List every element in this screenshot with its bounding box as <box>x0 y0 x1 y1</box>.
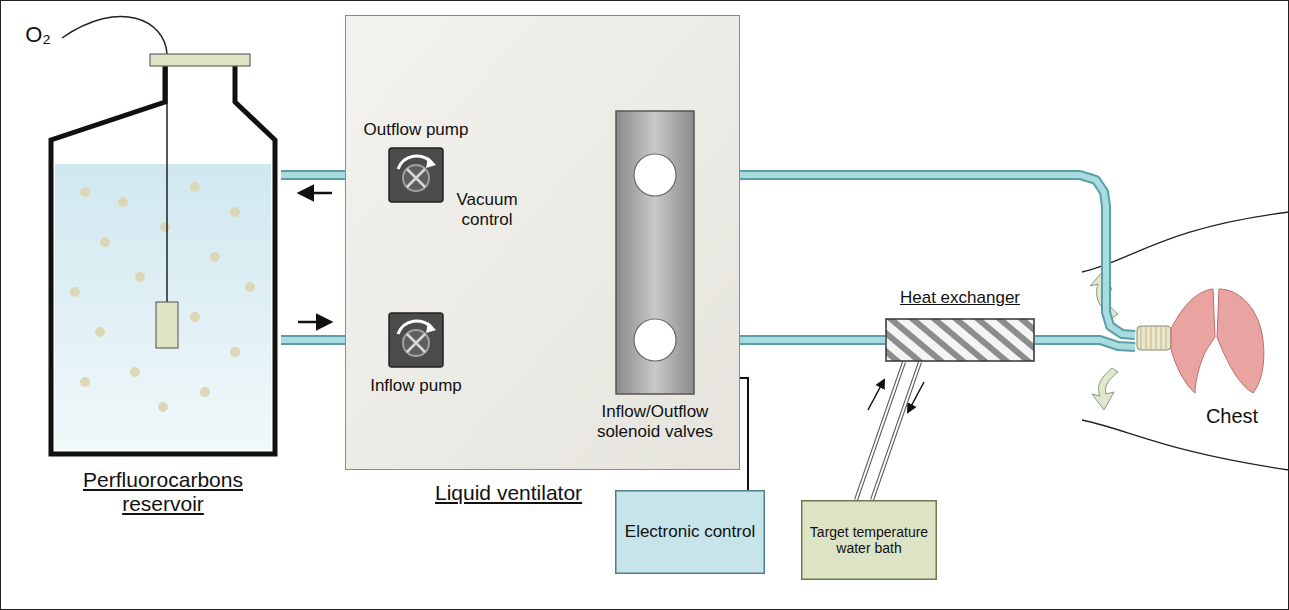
box-text: Electronic control <box>625 522 755 542</box>
water-hose <box>872 362 920 500</box>
component-label: Chest <box>1187 405 1277 428</box>
water-bath-box: Target temperature water bath <box>800 500 938 580</box>
pump-box <box>388 147 444 203</box>
part-label: Vacuum control <box>440 190 534 229</box>
chest-lungs: Chest <box>1135 285 1285 435</box>
component-label: Perfluorocarbons reservoir <box>45 468 281 516</box>
chest-outline <box>1082 420 1289 470</box>
water-flow-arrow <box>868 380 884 410</box>
fluid-tube <box>695 175 1135 335</box>
component-label: Inflow pump <box>341 376 491 396</box>
reservoir-bottle <box>45 52 281 460</box>
reservoir-bottle: Perfluorocarbons reservoir <box>45 52 281 460</box>
box-text: Target temperature water bath <box>806 524 932 556</box>
control-box: Electronic control <box>615 490 765 574</box>
flow-arrow <box>300 192 332 195</box>
pump-box: Inflow pump <box>388 312 444 368</box>
pump-box <box>388 312 444 368</box>
valve-block: Inflow/Outflow solenoid valves <box>615 110 695 395</box>
component-label: Outflow pump <box>341 120 491 140</box>
chest-outline <box>1082 212 1289 272</box>
oxygen-line <box>62 17 167 54</box>
heat-exchanger <box>885 318 1035 362</box>
flow-arrow <box>298 321 330 324</box>
component-label: Heat exchanger <box>875 288 1045 308</box>
fluid-tube <box>1035 340 1135 347</box>
gas-label: O₂ <box>14 22 62 47</box>
valve-block <box>615 110 695 395</box>
breathing-arrow <box>1092 368 1118 410</box>
heat-exchanger: Heat exchanger <box>885 318 1035 362</box>
ventilator-housing: Liquid ventilatorOutflow pumpInflow pump… <box>345 15 740 470</box>
component-label: Inflow/Outflow solenoid valves <box>570 402 740 441</box>
pump-box: Outflow pump <box>388 147 444 203</box>
